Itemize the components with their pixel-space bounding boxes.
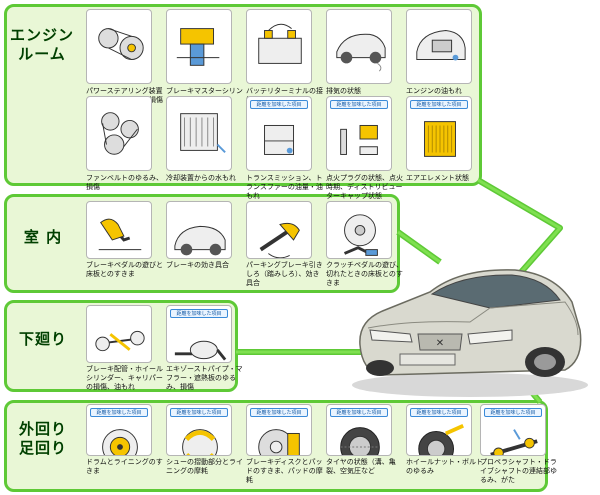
exterior-title: 外回り 足回り: [18, 420, 67, 457]
interior-title: 室 内: [23, 228, 63, 246]
check-item-image: 距離を加味した項目: [326, 96, 392, 171]
check-item-caption: ブレーキペダルの遊びと床板とのすきま: [86, 261, 163, 278]
check-item-caption: ファンベルトのゆるみ、損傷: [86, 174, 163, 191]
svg-text:✕: ✕: [436, 338, 444, 349]
check-item-image: [86, 9, 152, 84]
drum-brake-icon: [102, 429, 138, 455]
check-item-image: [406, 9, 472, 84]
distance-badge: 距離を加味した項目: [90, 408, 148, 417]
check-item-image: 距離を加味した項目: [246, 96, 312, 171]
check-item-image: [246, 201, 312, 259]
parking-brake-icon: [259, 222, 300, 258]
brake-pedal-icon: [98, 218, 142, 251]
distance-badge: 距離を加味した項目: [330, 408, 388, 417]
check-item-caption: ブレーキディスクとパッドのすきま、パッドの摩耗: [246, 458, 323, 484]
check-item-image: [86, 96, 152, 171]
distance-badge: 距離を加味した項目: [250, 408, 308, 417]
wheel-nut-icon: [418, 423, 464, 455]
battery-terminal-icon: [258, 23, 302, 64]
muffler-icon: [174, 340, 227, 361]
check-item-image: 距離を加味した項目: [406, 404, 472, 456]
car-brake-icon: [174, 225, 226, 256]
distance-badge: 距離を加味した項目: [170, 408, 228, 417]
check-item-image: [246, 9, 312, 84]
check-item-caption: プロペラシャフト・ドライブシャフトの連結部ゆるみ、がた: [480, 458, 557, 484]
check-item-caption: 冷却装置からの水もれ: [166, 174, 236, 182]
distance-badge: 距離を加味した項目: [410, 100, 468, 109]
radiator-icon: [180, 113, 226, 154]
engine-room-section: [4, 4, 482, 186]
distance-badge: 距離を加味した項目: [410, 408, 468, 417]
check-item-caption: エアエレメント状態: [406, 174, 469, 182]
check-item-image: 距離を加味した項目: [406, 96, 472, 171]
check-item-caption: パーキングブレーキ引きしろ（踏みしろ）、効き具合: [246, 261, 323, 287]
check-item-caption: ホイールナット・ボルトのゆるみ: [406, 458, 483, 475]
check-item-caption: 点火プラグの状態、点火時期、ディストリビューターキャップ状態: [326, 174, 403, 200]
check-item-caption: ドラムとライニングのすきま: [86, 458, 163, 475]
engine-icon: [416, 30, 466, 61]
check-item-caption: 排気の状態: [326, 87, 361, 95]
clutch-pedal-icon: [343, 214, 378, 256]
check-item-image: [86, 201, 152, 259]
check-item-image: [166, 9, 232, 84]
check-item-image: 距離を加味した項目: [166, 305, 232, 363]
tire-icon: [340, 427, 380, 455]
check-item-caption: タイヤの状態（溝、亀裂、空気圧など: [326, 458, 396, 475]
check-item-caption: ブレーキ配管・ホイールシリンダー、キャリパーの損傷、油もれ: [86, 365, 163, 391]
check-item-image: [86, 305, 152, 363]
air-filter-icon: [424, 121, 456, 157]
check-item-caption: エンジンの油もれ: [406, 87, 462, 95]
engine-room-title: エンジン ルーム: [9, 26, 74, 63]
belt-icon: [98, 28, 144, 61]
distance-badge: 距離を加味した項目: [484, 408, 542, 417]
brake-shoe-icon: [182, 429, 218, 455]
check-item-caption: ブレーキの効き具合: [166, 261, 229, 269]
brake-disc-icon: [258, 429, 300, 455]
brake-pipe-icon: [95, 330, 145, 352]
check-item-image: 距離を加味した項目: [166, 404, 232, 456]
check-item-image: 距離を加味した項目: [326, 404, 392, 456]
check-item-image: 距離を加味した項目: [86, 404, 152, 456]
check-item-image: [166, 201, 232, 259]
transmission-icon: [264, 124, 295, 155]
exhaust-icon: [336, 33, 386, 72]
check-item-caption: エキゾーストパイプ・マフラー・遮熱板のゆるみ、損傷: [166, 365, 243, 391]
check-item-image: 距離を加味した項目: [480, 404, 546, 456]
distance-badge: 距離を加味した項目: [250, 100, 308, 109]
check-item-caption: クラッチペダルの遊び、切れたときの床板とのすきま: [326, 261, 403, 287]
distance-badge: 距離を加味した項目: [170, 309, 228, 318]
check-item-caption: シューの摺動部分とライニングの摩耗: [166, 458, 243, 475]
brake-master-cylinder-icon: [176, 28, 220, 66]
car-illustration: ✕: [352, 269, 588, 397]
underbody-title: 下廻り: [18, 330, 67, 348]
check-item-caption: トランスミッション、トランスファーの油量・油もれ: [246, 174, 323, 200]
check-item-image: 距離を加味した項目: [246, 404, 312, 456]
check-item-image: [326, 9, 392, 84]
spark-plug-icon: [340, 124, 378, 155]
fan-belt-icon: [101, 112, 139, 155]
propeller-shaft-icon: [490, 429, 538, 455]
check-item-image: [166, 96, 232, 171]
distance-badge: 距離を加味した項目: [330, 100, 388, 109]
check-item-image: [326, 201, 392, 259]
